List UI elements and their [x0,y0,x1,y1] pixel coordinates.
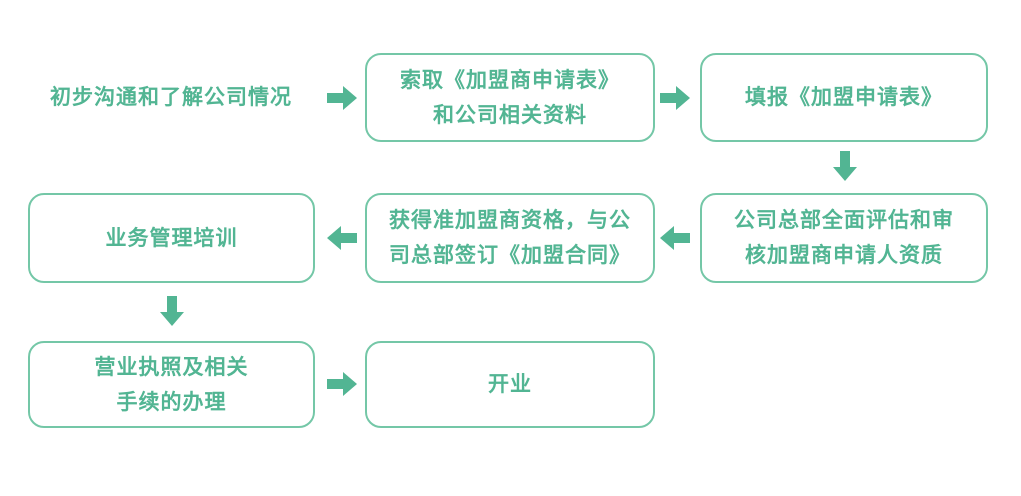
arrow-right-icon [327,372,357,396]
step-hq-evaluation: 公司总部全面评估和审 核加盟商申请人资质 [700,193,988,283]
step-label: 业务管理培训 [105,225,238,250]
step-opening: 开业 [365,341,655,428]
step-label-line: 手续的办理 [116,389,227,414]
step-label: 开业 [488,372,532,396]
step-label: 初步沟通和了解公司情况 [50,85,292,109]
step-business-training: 业务管理培训 [28,193,315,283]
step-initial-communication: 初步沟通和了解公司情况 [20,53,322,142]
step-label-line: 司总部签订《加盟合同》 [389,243,631,267]
arrow-left-icon [660,226,690,250]
step-label-line: 获得准加盟商资格，与公 [389,208,631,232]
step-label-line: 索取《加盟商申请表》 [400,67,620,92]
arrow-right-icon [660,86,690,110]
step-label-line: 和公司相关资料 [433,102,587,127]
step-license-processing: 营业执照及相关 手续的办理 [28,341,315,428]
step-request-application-form: 索取《加盟商申请表》 和公司相关资料 [365,53,655,142]
arrow-down-icon [160,296,184,326]
arrow-down-icon [833,151,857,181]
step-label-line: 核加盟商申请人资质 [745,243,943,267]
step-fill-application-form: 填报《加盟申请表》 [700,53,988,142]
step-label-line: 营业执照及相关 [94,354,249,379]
arrow-left-icon [327,226,357,250]
step-sign-franchise-contract: 获得准加盟商资格，与公 司总部签订《加盟合同》 [365,193,655,283]
arrow-right-icon [327,86,357,110]
step-label-line: 公司总部全面评估和审 [734,208,954,232]
step-label: 填报《加盟申请表》 [745,85,943,109]
